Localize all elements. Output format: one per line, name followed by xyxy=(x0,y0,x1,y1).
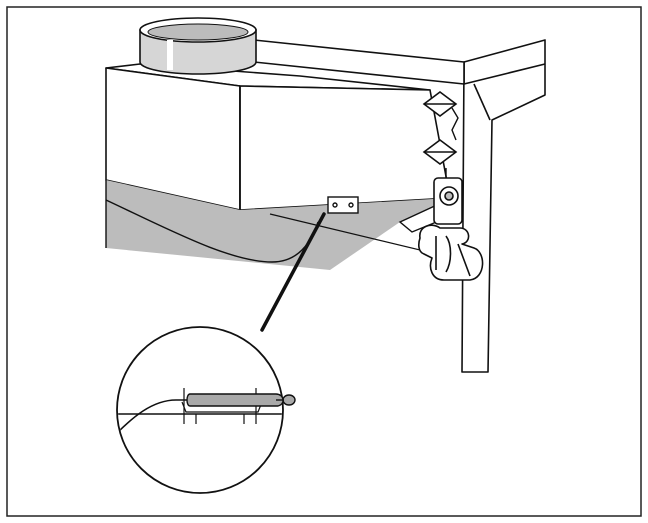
panel-groove xyxy=(445,107,459,178)
clip-bracket-icon xyxy=(418,224,484,281)
callout-leader xyxy=(260,212,326,332)
mounting-bracket-icon xyxy=(433,177,463,225)
sensor-mount-plate xyxy=(327,196,359,214)
diamond-marker-lower xyxy=(422,139,458,165)
sensor-probe-icon xyxy=(186,393,296,407)
duct-collar-icon xyxy=(139,17,257,75)
cabinet-side-panel xyxy=(461,39,546,373)
figure-border xyxy=(6,6,642,517)
diamond-marker-upper xyxy=(422,91,458,117)
magnifier-circle-icon xyxy=(116,326,296,494)
hood-body xyxy=(105,63,451,211)
